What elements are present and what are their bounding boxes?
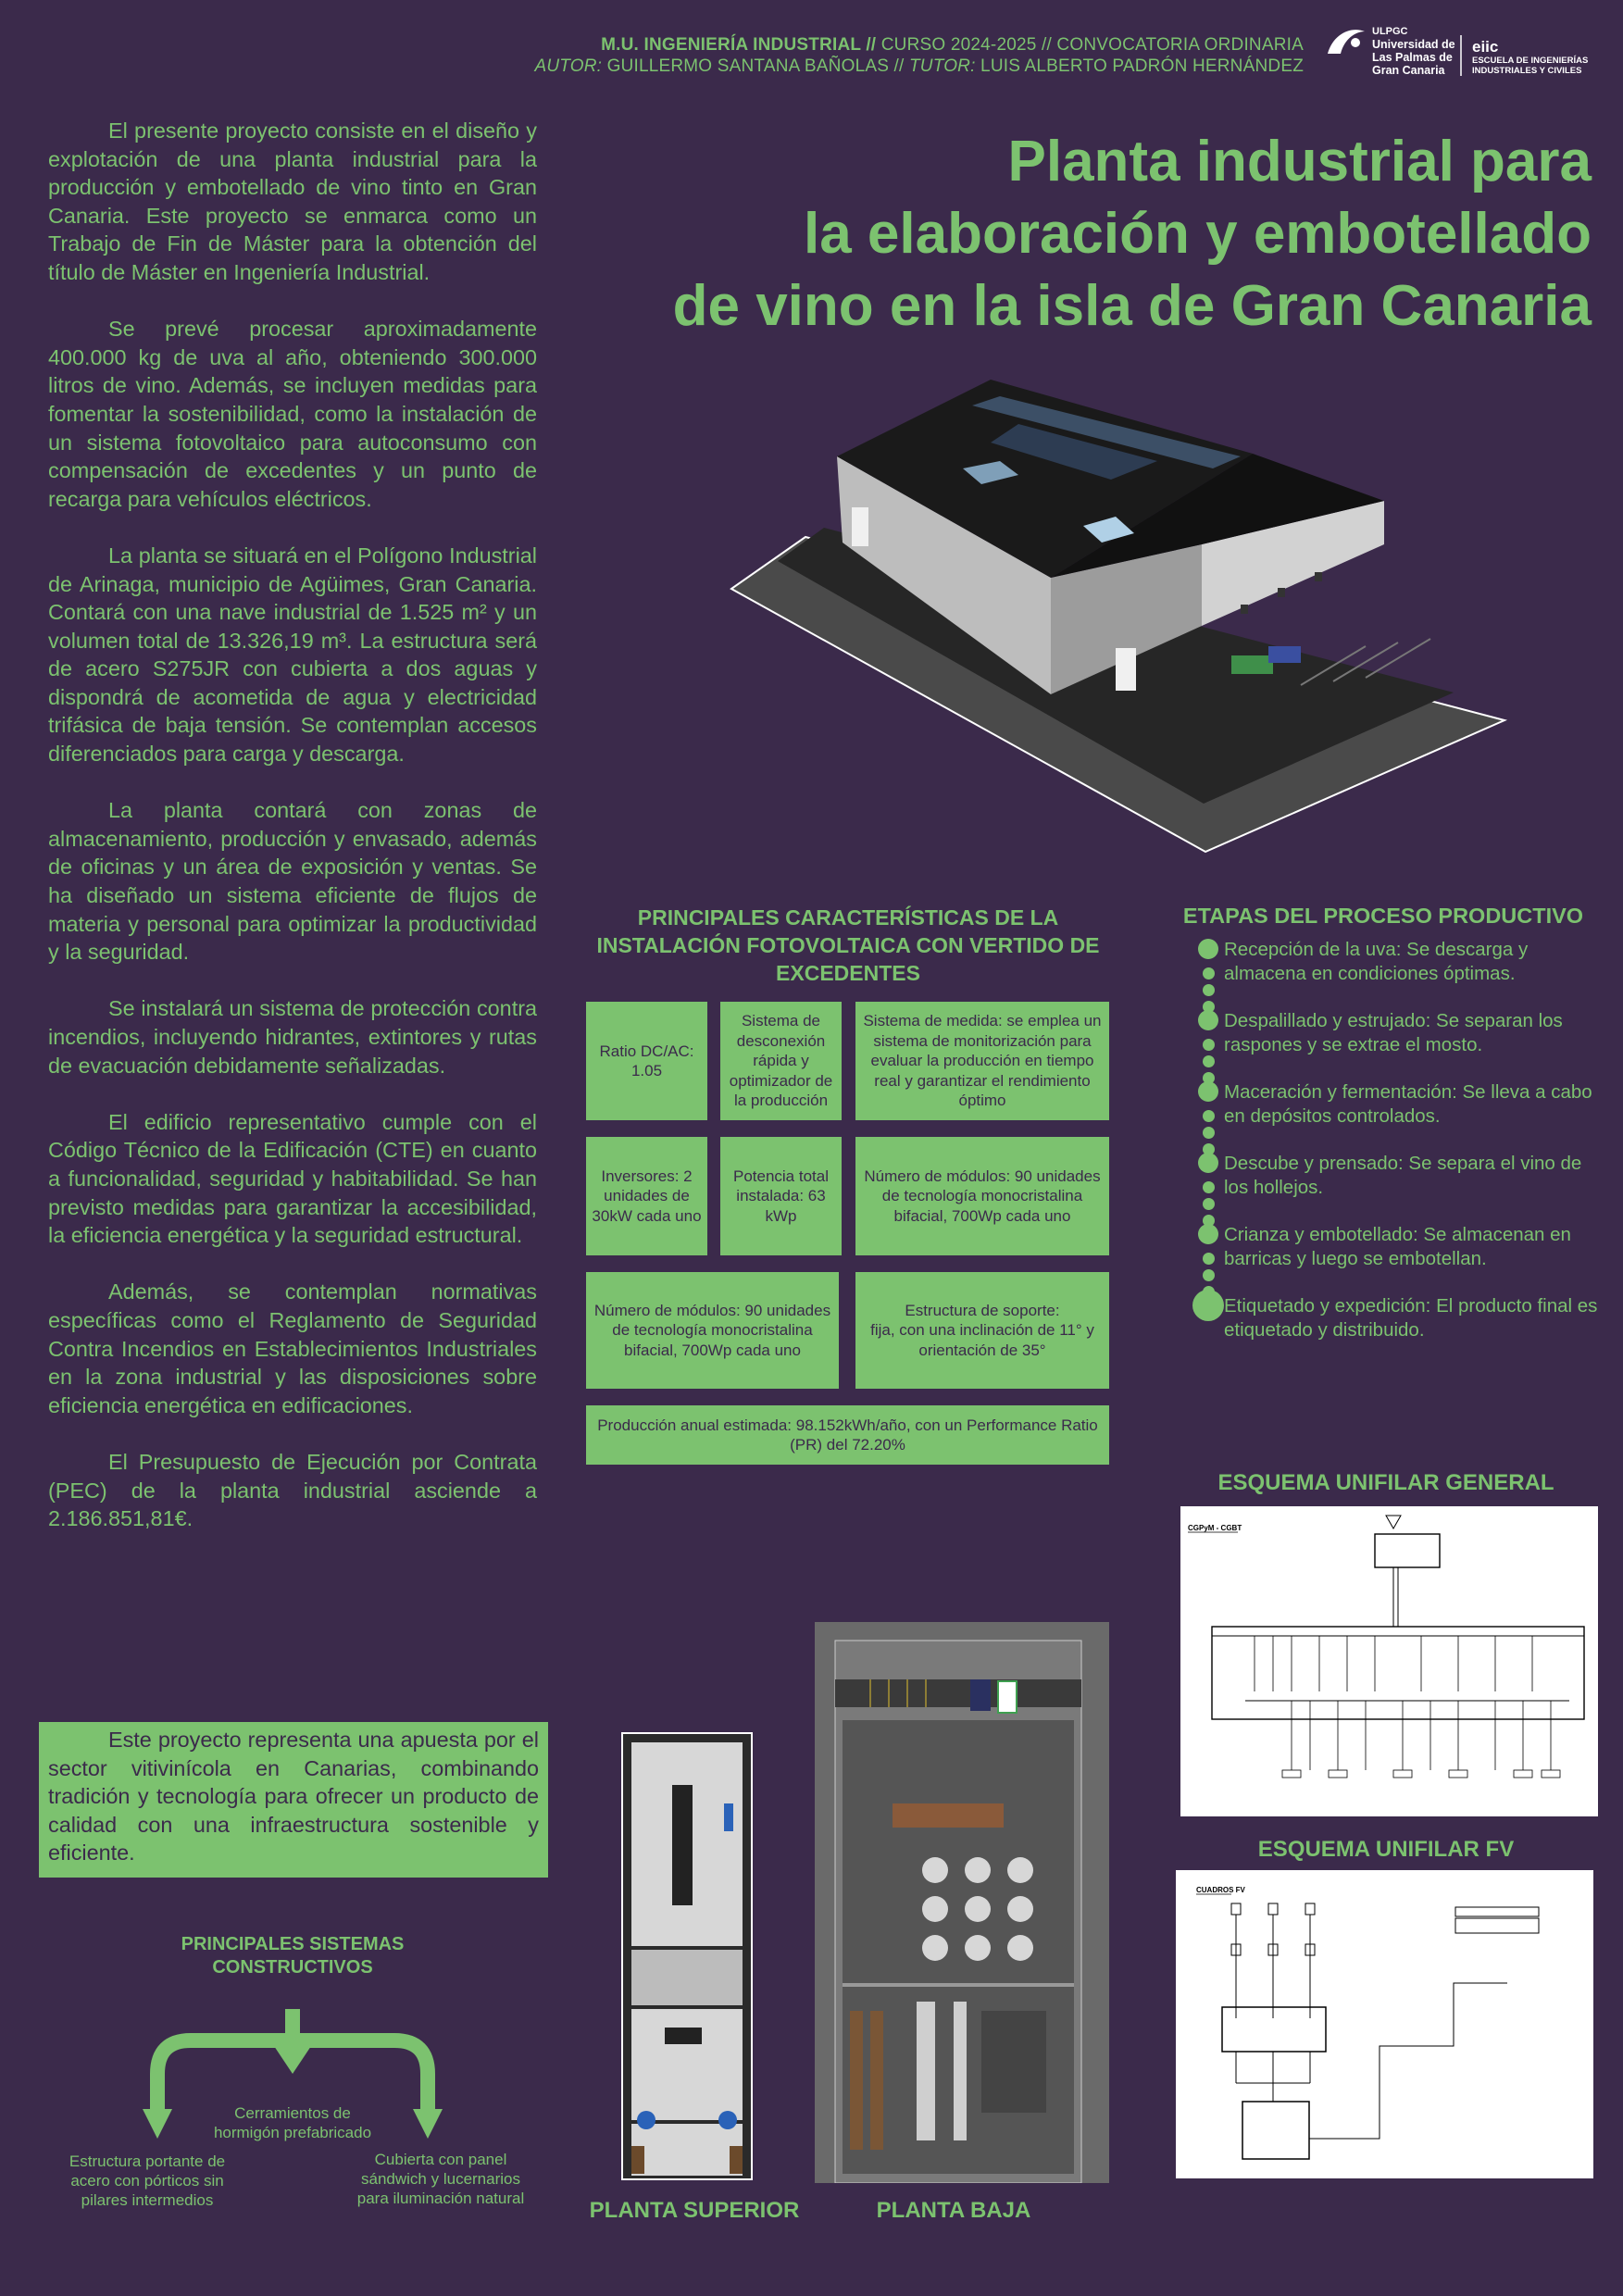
paragraph-fire-protection: Se instalará un sistema de protección co… <box>48 996 537 1078</box>
paragraph-capacity: Se prevé procesar aproximadamente 400.00… <box>48 317 537 511</box>
title-line-2: la elaboración y embotellado <box>803 202 1592 266</box>
highlight-text: Este proyecto representa una apuesta por… <box>48 1728 539 1866</box>
paragraph-intro: El presente proyecto consiste en el dise… <box>48 119 537 284</box>
header-degree: M.U. INGENIERÍA INDUSTRIAL // <box>601 35 877 55</box>
timeline-small-dot <box>1202 1039 1215 1051</box>
intro-text-column: El presente proyecto consiste en el dise… <box>48 117 537 1561</box>
branch-arrows-icon <box>143 2009 443 2139</box>
header-course-line: M.U. INGENIERÍA INDUSTRIAL // CURSO 2024… <box>601 35 1304 56</box>
eiic-abbr: eiic <box>1472 38 1498 56</box>
pv-box-potencia: Potencia total instalada: 63 kWp <box>720 1137 842 1255</box>
author-label: AUTOR: <box>534 56 603 76</box>
esquema-general-title: ESQUEMA UNIFILAR GENERAL <box>1217 1470 1554 1495</box>
timeline-dot <box>1198 1224 1218 1244</box>
pv-box-produccion: Producción anual estimada: 98.152kWh/año… <box>586 1405 1109 1465</box>
pv-section-title: PRINCIPALES CARACTERÍSTICAS DE LA INSTAL… <box>596 905 1100 985</box>
planta-superior-label: PLANTA SUPERIOR <box>589 2198 800 2223</box>
planta-baja-label: PLANTA BAJA <box>876 2198 1031 2223</box>
timeline-small-dot <box>1202 1127 1215 1139</box>
paragraph-location: La planta se situará en el Polígono Indu… <box>48 543 537 767</box>
etapa-descube: Descube y prensado: Se separa el vino de… <box>1224 1153 1582 1198</box>
esquema-general-diagram: CGPyM - CGBT <box>1180 1506 1598 1816</box>
pv-box-desconexion: Sistema de desconexión rápida y optimiza… <box>720 1002 842 1120</box>
timeline-dot <box>1198 1010 1218 1030</box>
esquema-general-tag: CGPyM - CGBT <box>1188 1524 1242 1532</box>
ulpgc-l2: Las Palmas de <box>1372 51 1453 64</box>
etapa-etiquetado: Etiquetado y expedición: El producto fin… <box>1224 1295 1598 1341</box>
pv-box-medida: Sistema de medida: se emplea un sistema … <box>855 1002 1109 1120</box>
ulpgc-l3: Gran Canaria <box>1372 64 1446 77</box>
ulpgc-logo: ULPGC Universidad de Las Palmas de Gran … <box>1324 22 1463 80</box>
planta-superior-plan <box>621 1732 753 2180</box>
eiic-emblem-icon: eiic ESCUELA DE INGENIERÍAS INDUSTRIALES… <box>1472 38 1588 76</box>
pv-box-inversores: Inversores: 2 unidades de 30kW cada uno <box>586 1137 707 1255</box>
timeline-small-dot <box>1202 1198 1215 1210</box>
header-course: CURSO 2024-2025 // CONVOCATORIA ORDINARI… <box>876 35 1304 55</box>
author-name: GUILLERMO SANTANA BAÑOLAS // <box>602 56 909 76</box>
etapa-recepcion: Recepción de la uva: Se descarga y almac… <box>1224 939 1529 984</box>
timeline-small-dot <box>1202 1269 1215 1281</box>
pv-box-modulos: Número de módulos: 90 unidades de tecnol… <box>855 1137 1109 1255</box>
timeline-dot <box>1198 1081 1218 1102</box>
etapa-crianza: Crianza y embotellado: Se almacenan en b… <box>1224 1224 1571 1269</box>
paragraph-cte: El edificio representativo cumple con el… <box>48 1109 537 1248</box>
timeline-dot <box>1198 939 1218 959</box>
timeline-small-dot <box>1202 1110 1215 1122</box>
etapa-maceracion: Maceración y fermentación: Se lleva a ca… <box>1224 1081 1592 1127</box>
timeline-small-dot <box>1202 967 1215 980</box>
building-3d-render <box>730 380 1508 854</box>
etapas-title: ETAPAS DEL PROCESO PRODUCTIVO <box>1182 904 1584 928</box>
timeline-small-dot <box>1202 1215 1215 1227</box>
pv-box-modulos-2: Número de módulos: 90 unidades de tecnol… <box>586 1272 839 1389</box>
title-line-1: Planta industrial para <box>1007 130 1592 193</box>
ulpgc-emblem-icon: ULPGC Universidad de Las Palmas de Gran … <box>1328 26 1462 77</box>
tutor-name: LUIS ALBERTO PADRÓN HERNÁNDEZ <box>975 56 1304 76</box>
sistema-cerramientos: Cerramientos de hormigón prefabricado <box>213 2104 372 2141</box>
eiic-logo: eiic ESCUELA DE INGENIERÍAS INDUSTRIALES… <box>1472 22 1620 80</box>
sistemas-title: PRINCIPALES SISTEMAS CONSTRUCTIVOS <box>181 1934 405 1978</box>
esquema-fv-tag: CUADROS FV <box>1196 1886 1246 1894</box>
paragraph-zones: La planta contará con zonas de almacenam… <box>48 798 537 965</box>
timeline-small-dot <box>1202 984 1215 996</box>
ulpgc-l1: Universidad de <box>1372 38 1455 51</box>
eiic-l2: INDUSTRIALES Y CIVILES <box>1472 66 1581 76</box>
timeline-small-dot <box>1202 1055 1215 1067</box>
header-author-line: AUTOR: GUILLERMO SANTANA BAÑOLAS // TUTO… <box>534 56 1304 77</box>
esquema-fv-title: ESQUEMA UNIFILAR FV <box>1257 1837 1515 1862</box>
planta-baja-plan <box>815 1622 1109 2183</box>
highlight-box: Este proyecto representa una apuesta por… <box>39 1722 548 1878</box>
paragraph-budget: El Presupuesto de Ejecución por Contrata… <box>48 1449 537 1531</box>
esquema-fv-diagram: CUADROS FV <box>1176 1870 1593 2178</box>
sistema-cubierta: Cubierta con panel sándwich y lucernario… <box>356 2151 525 2207</box>
ulpgc-abbr: ULPGC <box>1372 26 1408 37</box>
pv-estructura-l2: fija, con una inclinación de 11° y orien… <box>870 1321 1094 1359</box>
timeline-small-dot <box>1202 1143 1215 1155</box>
timeline-small-dot <box>1202 1001 1215 1013</box>
timeline-small-dot <box>1202 1181 1215 1193</box>
eiic-l1: ESCUELA DE INGENIERÍAS <box>1472 56 1588 66</box>
timeline-dot <box>1192 1290 1224 1321</box>
timeline-small-dot <box>1202 1072 1215 1084</box>
pv-box-estructura: Estructura de soporte: fija, con una inc… <box>855 1272 1109 1389</box>
timeline-dot <box>1198 1153 1218 1173</box>
poster-title: Planta industrial para la elaboración y … <box>573 126 1592 343</box>
pv-estructura-l1: Estructura de soporte: <box>905 1301 1060 1319</box>
tutor-label: TUTOR: <box>909 56 976 76</box>
paragraph-regulations: Además, se contemplan normativas específ… <box>48 1279 537 1417</box>
title-line-3: de vino en la isla de Gran Canaria <box>672 274 1592 338</box>
etapa-despalillado: Despalillado y estrujado: Se separan los… <box>1224 1010 1563 1055</box>
timeline-small-dot <box>1202 1253 1215 1265</box>
sistema-estructura: Estructura portante de acero con pórtico… <box>69 2152 226 2209</box>
pv-box-ratio: Ratio DC/AC: 1.05 <box>586 1002 707 1120</box>
